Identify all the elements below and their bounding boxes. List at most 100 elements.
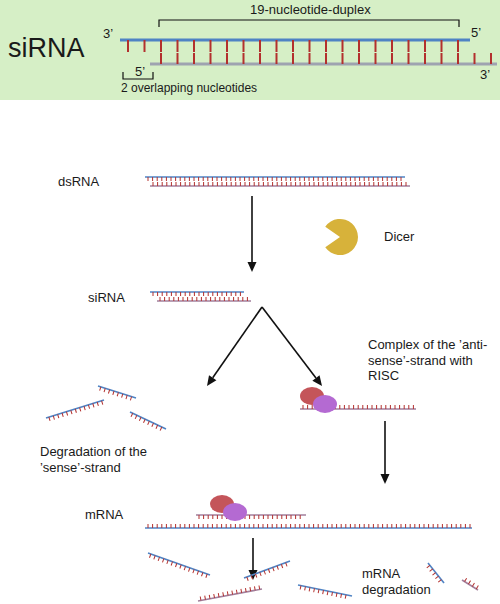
nucleotide-tick (212, 515, 213, 519)
step-note: Degradation of the ’sense’-strand (40, 444, 165, 475)
nucleotide-tick (470, 524, 471, 528)
nucleotide-tick (304, 524, 305, 528)
nucleotide-tick (373, 524, 374, 528)
nucleotide-tick (217, 515, 218, 519)
nucleotide-tick (264, 571, 265, 575)
nucleotide-tick (286, 524, 287, 528)
nucleotide-tick (474, 53, 476, 64)
nucleotide-tick (291, 182, 292, 186)
nucleotide-tick (337, 182, 338, 186)
strand-fragment (128, 412, 166, 433)
nucleotide-tick (183, 297, 184, 301)
step-note: mRNA degradation (362, 566, 442, 597)
nucleotide-tick (427, 565, 430, 567)
nucleotide-tick (148, 177, 149, 181)
nucleotide-tick (231, 182, 232, 186)
nucleotide-tick (378, 182, 379, 186)
strand-backbone (157, 300, 251, 302)
nucleotide-tick (313, 177, 314, 181)
nucleotide-tick (359, 177, 360, 181)
nucleotide-tick (424, 53, 426, 64)
nucleotide-tick (249, 524, 250, 528)
nucleotide-tick (327, 591, 329, 595)
nucleotide-tick (244, 524, 245, 528)
nucleotide-tick (460, 524, 461, 528)
nucleotide-tick (272, 515, 273, 519)
nucleotide-tick (166, 182, 167, 186)
nucleotide-tick (212, 292, 213, 296)
nucleotide-tick (235, 182, 236, 186)
nucleotide-tick (465, 578, 467, 581)
nucleotide-tick (350, 524, 351, 528)
nucleotide-tick (231, 591, 233, 595)
nucleotide-tick (194, 524, 195, 528)
nucleotide-tick (180, 524, 181, 528)
nucleotide-tick (184, 566, 185, 570)
nucleotide-tick (290, 524, 291, 528)
nucleotide-tick (277, 182, 278, 186)
nucleotide-tick (173, 297, 174, 301)
nucleotide-tick (160, 297, 161, 301)
nucleotide-tick (206, 297, 207, 301)
nucleotide-tick (268, 515, 269, 519)
nucleotide-tick (162, 182, 163, 186)
nucleotide-tick (97, 402, 98, 406)
nucleotide-tick (198, 524, 199, 528)
nucleotide-tick (432, 573, 435, 575)
nucleotide-tick (401, 177, 402, 181)
nucleotide-tick (437, 524, 438, 528)
nucleotide-tick (272, 182, 273, 186)
nucleotide-tick (390, 405, 391, 409)
nucleotide-tick (247, 297, 248, 301)
nucleotide-tick (368, 177, 369, 181)
nucleotide-tick (226, 182, 227, 186)
nucleotide-tick (375, 53, 377, 64)
nucleotide-tick (327, 182, 328, 186)
nucleotide-tick (177, 40, 179, 52)
strand-end-label: 3’ (480, 67, 490, 83)
nucleotide-tick (203, 182, 204, 186)
nucleotide-tick (309, 587, 311, 591)
nucleotide-tick (222, 515, 223, 519)
nucleotide-tick (240, 589, 242, 593)
nucleotide-tick (219, 297, 220, 301)
nucleotide-tick (75, 409, 76, 413)
nucleotide-tick (49, 417, 50, 421)
nucleotide-tick (358, 53, 360, 64)
nucleotide-tick (383, 182, 384, 186)
nucleotide-tick (292, 53, 294, 64)
enzyme-label: Dicer (384, 229, 414, 245)
nucleotide-tick (385, 405, 386, 409)
nucleotide-tick (258, 524, 259, 528)
nucleotide-tick (117, 392, 118, 396)
nucleotide-tick (222, 592, 224, 596)
nucleotide-tick (281, 515, 282, 519)
nucleotide-tick (457, 40, 459, 52)
nucleotide-tick (229, 297, 230, 301)
nucleotide-tick (295, 524, 296, 528)
nucleotide-tick (332, 524, 333, 528)
nucleotide-tick (202, 572, 203, 576)
nucleotide-tick (367, 405, 368, 409)
dimension-bracket (123, 72, 153, 79)
nucleotide-tick (203, 524, 204, 528)
molecule-label: mRNA (85, 507, 123, 523)
nucleotide-tick (339, 405, 340, 409)
nucleotide-tick (161, 524, 162, 528)
nucleotide-tick (318, 589, 320, 593)
nucleotide-tick (212, 524, 213, 528)
nucleotide-tick (382, 524, 383, 528)
nucleotide-tick (243, 53, 245, 64)
nucleotide-tick (217, 182, 218, 186)
sirna-molecule (150, 292, 251, 301)
nucleotide-tick (153, 292, 154, 296)
nucleotide-tick (240, 524, 241, 528)
nucleotide-tick (281, 564, 282, 568)
strand-backbone (150, 185, 410, 187)
nucleotide-tick (263, 177, 264, 181)
nucleotide-tick (292, 40, 294, 52)
nucleotide-tick (325, 40, 327, 52)
nucleotide-tick (240, 292, 241, 296)
